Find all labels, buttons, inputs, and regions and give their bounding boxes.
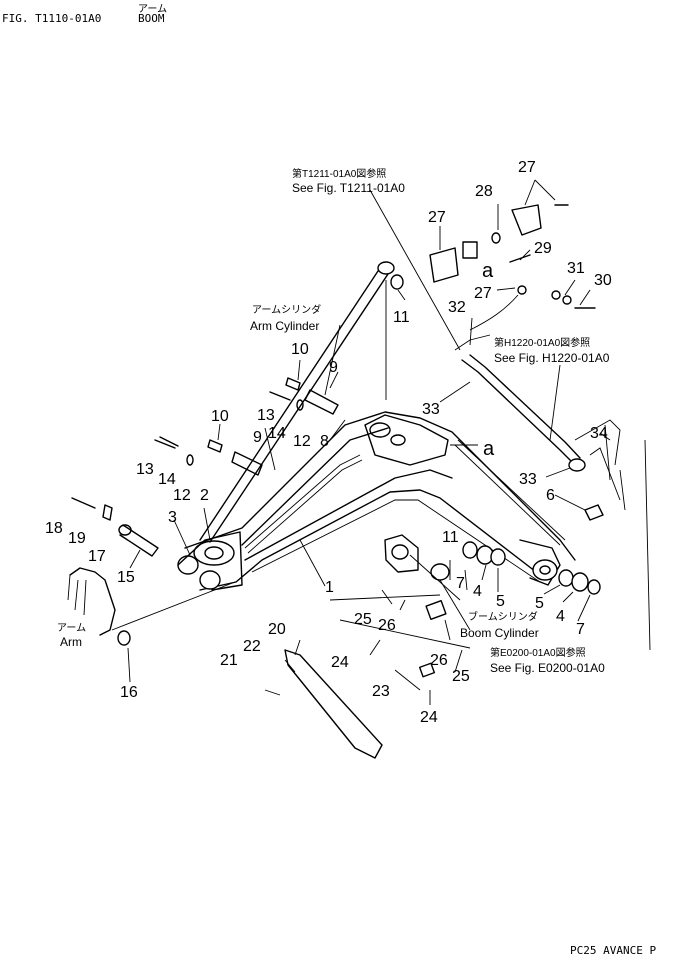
part-number: 20 <box>268 621 286 638</box>
boom-cylinder-label-jp: ブームシリンダ <box>468 610 538 623</box>
part-number: 9 <box>253 429 262 446</box>
part-number: 4 <box>473 583 482 600</box>
part-number: 25 <box>452 668 470 685</box>
part-number: 7 <box>456 575 465 592</box>
part-number: 8 <box>320 433 329 450</box>
part-number: 34 <box>590 425 608 442</box>
part-number: 14 <box>158 471 176 488</box>
part-number: 23 <box>372 683 390 700</box>
part-number: 25 <box>354 611 372 628</box>
part-number: 21 <box>220 652 238 669</box>
part-number: 31 <box>567 260 585 277</box>
title-jp: アーム <box>138 4 168 15</box>
footer-code: PC25 AVANCE P <box>570 944 657 957</box>
boom-cylinder-pieces <box>329 554 471 678</box>
part-number: 12 <box>293 433 311 450</box>
shim-plate <box>284 649 383 759</box>
part-number: 27 <box>518 159 536 176</box>
bolts-left <box>71 274 404 646</box>
part-number: 10 <box>291 341 309 358</box>
arm-cylinder-label-jp: アームシリンダ <box>252 303 321 316</box>
arm-cylinder-rod <box>199 261 395 543</box>
part-number: 33 <box>519 471 537 488</box>
part-number: 5 <box>496 593 505 610</box>
ref-h1220-en: See Fig. H1220-01A0 <box>494 351 610 365</box>
part-number: 24 <box>331 654 349 671</box>
part-number: 4 <box>556 608 565 625</box>
arm-label-jp: アーム <box>57 622 86 634</box>
part-number: 15 <box>117 569 135 586</box>
pins <box>118 389 339 557</box>
part-number: 27 <box>474 285 492 302</box>
part-number: 16 <box>120 684 138 701</box>
part-number: 22 <box>243 638 261 655</box>
part-number: 27 <box>428 209 446 226</box>
part-number: 10 <box>211 408 229 425</box>
arm-cylinder-label: Arm Cylinder <box>250 319 319 333</box>
part-number: 2 <box>200 487 209 504</box>
part-number: 18 <box>45 520 63 537</box>
connection-mark-mid: a <box>483 438 495 460</box>
part-number: 11 <box>393 309 410 326</box>
part-number: 12 <box>173 487 191 504</box>
leader-lines <box>127 179 651 705</box>
boom-cylinder-label: Boom Cylinder <box>460 626 539 640</box>
part-number: 9 <box>329 359 338 376</box>
part-number: 5 <box>535 595 544 612</box>
part-number: 29 <box>534 240 552 257</box>
arm-link <box>67 567 236 636</box>
figure-code: FIG. T1110-01A0 <box>2 12 102 25</box>
ref-t1211-jp: 第T1211-01A0図参照 <box>292 167 386 180</box>
part-number: 13 <box>136 461 154 478</box>
ref-e0200-jp: 第E0200-01A0図参照 <box>490 646 586 659</box>
part-number: 24 <box>420 709 438 726</box>
part-number: 14 <box>268 425 286 442</box>
part-number: 1 <box>325 579 334 596</box>
part-number: 19 <box>68 530 86 547</box>
part-number: 32 <box>448 299 466 316</box>
arm-label: Arm <box>60 635 82 649</box>
part-number-labels: 1 2 3 4 4 5 5 6 7 7 8 9 9 10 10 11 11 12… <box>45 159 612 726</box>
part-number: 6 <box>546 487 555 504</box>
bushings <box>462 541 601 595</box>
title-en: BOOM <box>138 12 165 25</box>
part-number: 26 <box>378 617 396 634</box>
boom-body <box>177 411 576 591</box>
fitting <box>584 504 604 521</box>
part-number: 11 <box>442 529 459 546</box>
part-number: 17 <box>88 548 106 565</box>
part-number: 26 <box>430 652 448 669</box>
part-number: 7 <box>576 621 585 638</box>
part-number: 30 <box>594 272 612 289</box>
part-number: 33 <box>422 401 440 418</box>
part-number: 3 <box>168 509 177 526</box>
work-lamp <box>429 204 626 511</box>
ref-e0200-en: See Fig. E0200-01A0 <box>490 661 605 675</box>
ref-t1211-en: See Fig. T1211-01A0 <box>292 181 405 195</box>
ref-h1220-jp: 第H1220-01A0図参照 <box>494 336 590 349</box>
part-number: 28 <box>475 183 493 200</box>
connection-mark-upper: a <box>482 260 494 282</box>
part-number: 13 <box>257 407 275 424</box>
